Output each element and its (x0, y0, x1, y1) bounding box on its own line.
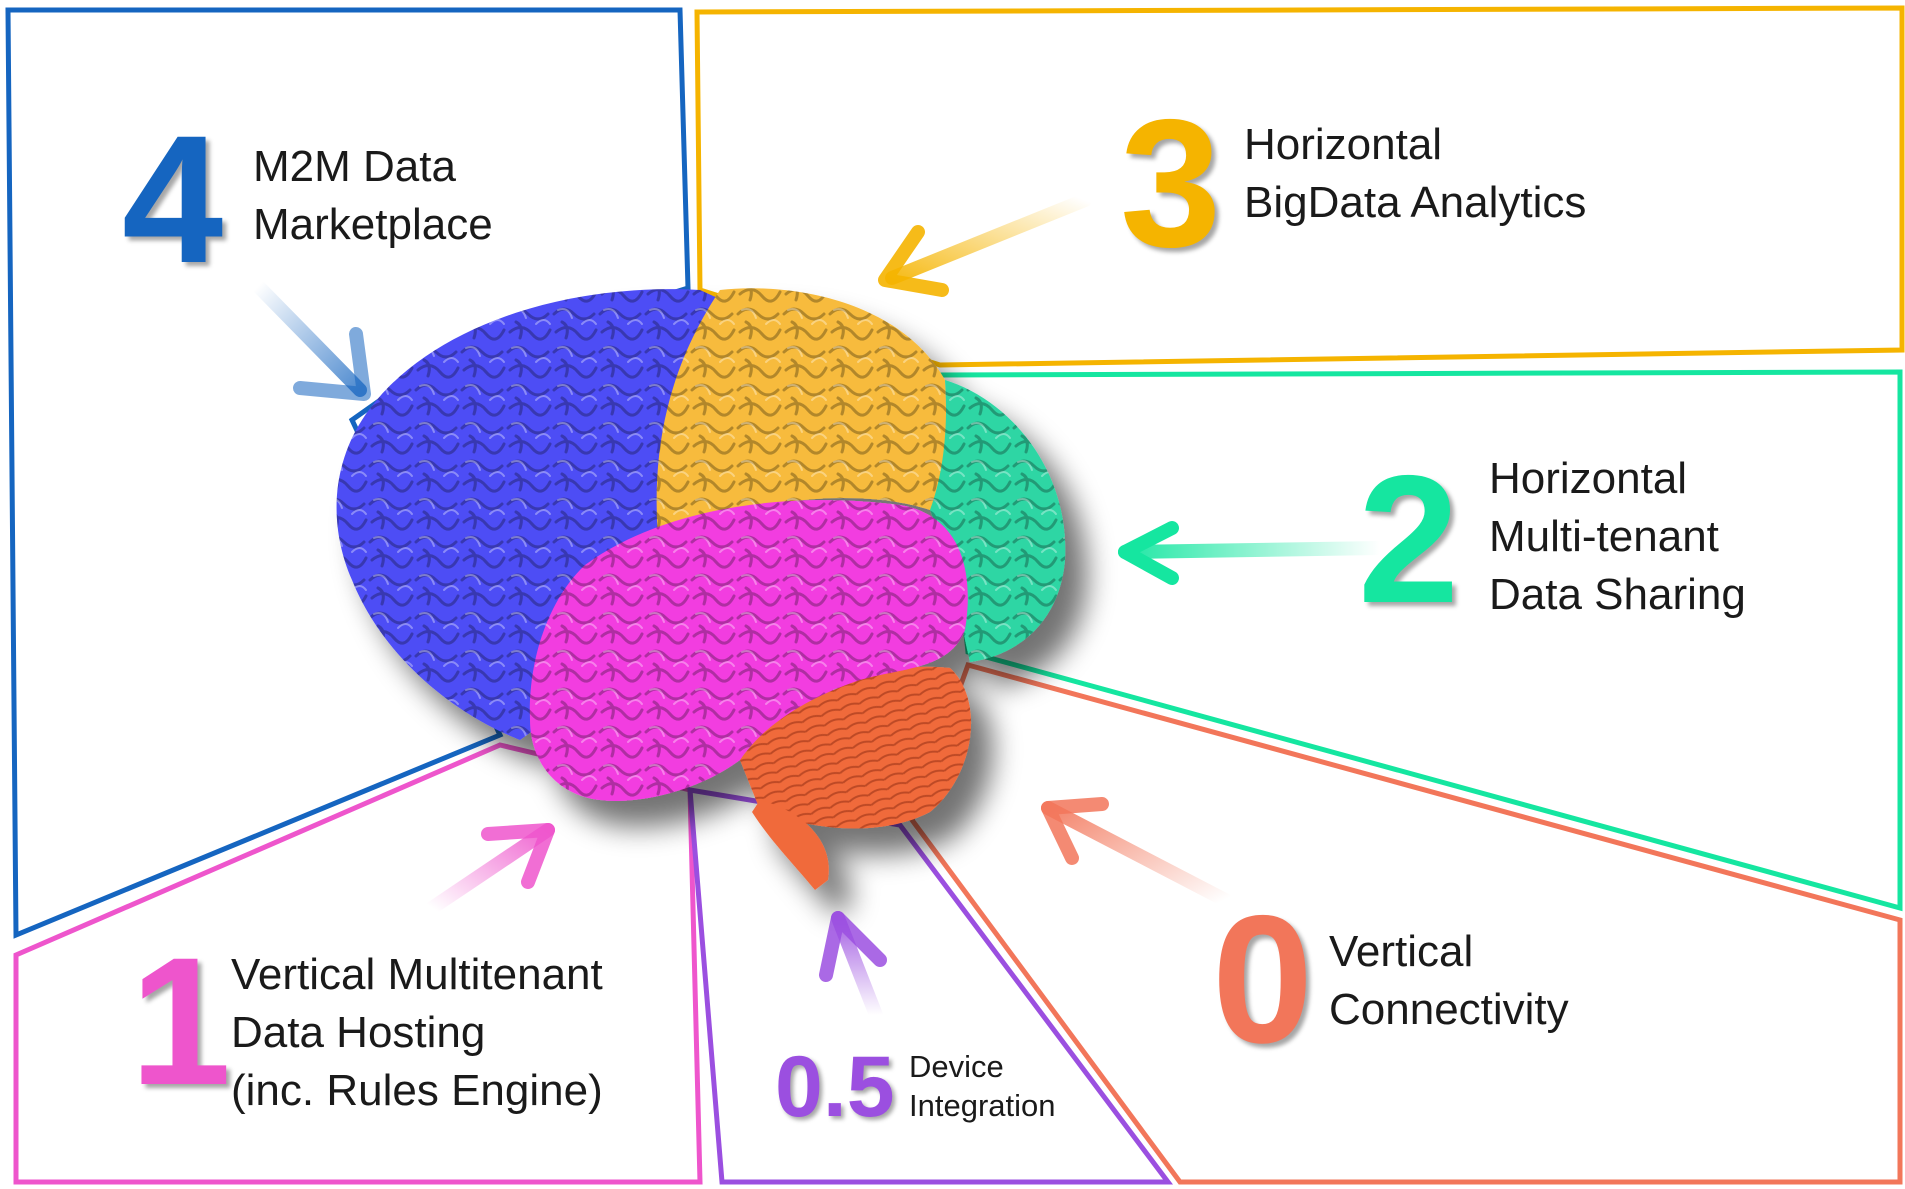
level-2-label: Horizontal Multi-tenant Data Sharing (1489, 450, 1746, 624)
level-4-label: M2M Data Marketplace (253, 138, 493, 254)
level-1-line-2: Data Hosting (231, 1008, 486, 1057)
level-1-label: Vertical Multitenant Data Hosting (inc. … (231, 946, 603, 1120)
brain-stem (752, 800, 829, 890)
arrow-level-0 (1041, 797, 1232, 907)
arrow-level-4 (251, 279, 371, 401)
arrow-level-1 (425, 823, 555, 915)
level-4-line-1: M2M Data (253, 142, 456, 191)
level-2-number: 2 (1358, 437, 1460, 641)
arrow-level-2 (1118, 521, 1387, 585)
arrow-level-05 (819, 911, 887, 1022)
region-1-outline (13, 742, 703, 1185)
level-2-line-1: Horizontal (1489, 454, 1688, 503)
level-0-number: 0 (1212, 877, 1314, 1081)
level-4-line-2: Marketplace (253, 200, 493, 249)
level-0-line-1: Vertical (1329, 927, 1474, 976)
level-3-line-1: Horizontal (1244, 120, 1443, 169)
level-4-number: 4 (122, 97, 224, 301)
arrows (251, 193, 1387, 1022)
brain-illustration (336, 288, 1066, 890)
level-05-line-2: Integration (909, 1088, 1056, 1123)
level-0-line-2: Connectivity (1329, 985, 1569, 1034)
level-3-line-2: BigData Analytics (1244, 178, 1587, 227)
level-3-label: Horizontal BigData Analytics (1244, 116, 1586, 232)
level-3-number: 3 (1120, 81, 1222, 285)
level-2-line-3: Data Sharing (1489, 570, 1746, 619)
level-1-line-3: (inc. Rules Engine) (231, 1066, 603, 1115)
level-05-line-1: Device (909, 1049, 1004, 1084)
region-3-outline (694, 5, 1905, 368)
level-1-line-1: Vertical Multitenant (231, 950, 603, 999)
level-0-label: Vertical Connectivity (1329, 923, 1569, 1039)
level-2-line-2: Multi-tenant (1489, 512, 1719, 561)
level-05-label: Device Integration (909, 1047, 1056, 1125)
level-1-number: 1 (130, 919, 232, 1123)
level-05-number: 0.5 (775, 1039, 895, 1135)
arrow-level-3 (878, 193, 1092, 297)
